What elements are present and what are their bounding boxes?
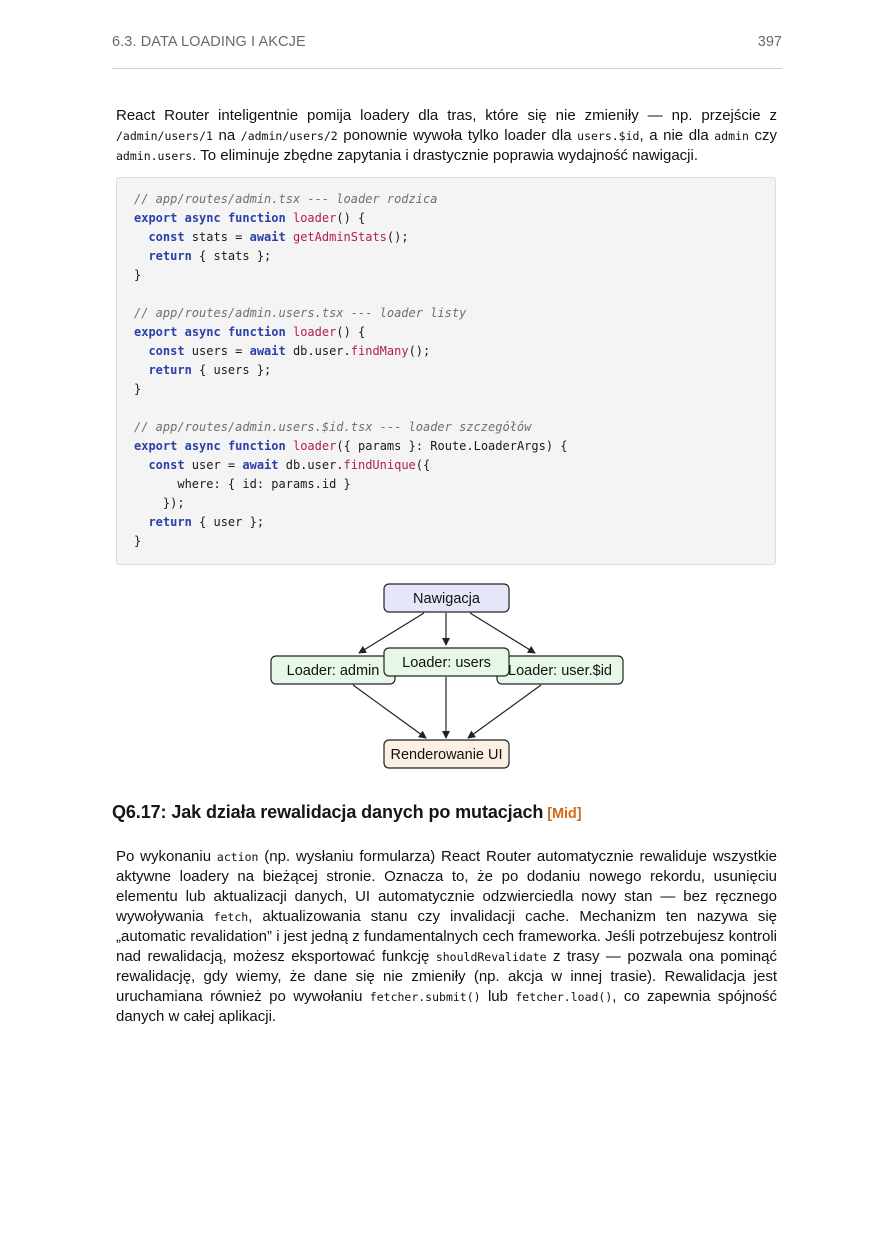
- code-keyword: await: [242, 458, 279, 472]
- text: ponownie wywoła tylko loader dla: [337, 127, 578, 144]
- code-keyword: const: [148, 458, 185, 472]
- code-text: ({ params }: Route.LoaderArgs) {: [336, 439, 568, 453]
- edge-nav-userid: [469, 612, 536, 654]
- code-comment: // app/routes/admin.tsx --- loader rodzi…: [134, 192, 438, 206]
- code-text: users =: [184, 344, 250, 358]
- code-keyword: async: [184, 439, 221, 453]
- code-keyword: function: [227, 211, 286, 225]
- text: z trasy — pozwala ona pominąć rewalidacj…: [116, 948, 777, 1005]
- code-text: { user };: [191, 515, 265, 529]
- code-keyword: export: [134, 325, 178, 339]
- node-label: Nawigacja: [413, 591, 481, 607]
- inline-code: /admin/users/2: [240, 129, 338, 143]
- text: , co zapewnia spójność danych w całej ap…: [116, 988, 777, 1025]
- code-function: getAdminStats: [292, 230, 387, 244]
- code-keyword: export: [134, 211, 178, 225]
- code-text: db.user.: [278, 458, 344, 472]
- code-keyword: async: [184, 325, 221, 339]
- code-text: });: [134, 496, 185, 510]
- code-keyword: function: [227, 325, 286, 339]
- header-rule: [112, 68, 782, 69]
- code-keyword: return: [148, 249, 192, 263]
- node-nawigacja: Nawigacja: [383, 583, 510, 613]
- code-function: loader: [292, 325, 337, 339]
- edge-admin-render: [352, 684, 427, 739]
- question-heading: Q6.17: Jak działa rewalidacja danych po …: [112, 802, 782, 823]
- code-listing: // app/routes/admin.tsx --- loader rodzi…: [134, 190, 568, 551]
- code-text: ();: [408, 344, 431, 358]
- code-keyword: await: [249, 230, 286, 244]
- code-function: findUnique: [343, 458, 416, 472]
- page-number: 397: [757, 34, 782, 50]
- text: (np. wysłaniu formularza) React Router a…: [116, 848, 777, 925]
- node-label: Loader: user.$id: [508, 663, 612, 679]
- inline-code: action: [216, 850, 259, 864]
- text: czy: [748, 127, 777, 144]
- text: . To eliminuje zbędne zapytania i drasty…: [192, 147, 699, 164]
- inline-code: fetcher.submit(): [369, 990, 481, 1004]
- text: , a nie dla: [639, 127, 715, 144]
- code-text: ();: [386, 230, 409, 244]
- code-text: user =: [184, 458, 243, 472]
- question-title: Q6.17: Jak działa rewalidacja danych po …: [112, 802, 544, 822]
- code-text: ({: [415, 458, 431, 472]
- text: lub: [480, 988, 516, 1005]
- code-keyword: const: [148, 230, 185, 244]
- code-text: () {: [336, 211, 366, 225]
- code-function: loader: [292, 211, 337, 225]
- code-text: db.user.: [285, 344, 351, 358]
- node-renderowanie: Renderowanie UI: [383, 739, 510, 769]
- code-text: }: [134, 382, 142, 396]
- code-text: }: [134, 268, 142, 282]
- edge-nav-admin: [358, 612, 425, 654]
- node-loader-users: Loader: users: [383, 647, 510, 677]
- inline-code: shouldRevalidate: [435, 950, 547, 964]
- inline-code: fetch: [213, 910, 249, 924]
- code-text: { users };: [191, 363, 272, 377]
- code-keyword: return: [148, 515, 192, 529]
- code-function: findMany: [350, 344, 409, 358]
- difficulty-badge: [Mid]: [547, 806, 582, 822]
- inline-code: fetcher.load(): [515, 990, 613, 1004]
- node-label: Renderowanie UI: [390, 747, 502, 763]
- inline-code: users.$id: [577, 129, 640, 143]
- text: React Router inteligentnie pomija loader…: [116, 107, 777, 124]
- code-block: // app/routes/admin.tsx --- loader rodzi…: [116, 177, 776, 565]
- intro-paragraph: React Router inteligentnie pomija loader…: [116, 106, 777, 166]
- text: Po wykonaniu: [116, 848, 217, 865]
- inline-code: admin.users: [116, 149, 193, 163]
- code-keyword: await: [249, 344, 286, 358]
- code-function: loader: [292, 439, 337, 453]
- running-head: 6.3. DATA LOADING I AKCJE 397: [112, 34, 782, 54]
- code-comment: // app/routes/admin.users.tsx --- loader…: [134, 306, 467, 320]
- code-text: stats =: [184, 230, 250, 244]
- code-text: }: [134, 534, 142, 548]
- code-keyword: async: [184, 211, 221, 225]
- body-paragraph: Po wykonaniu action (np. wysłaniu formul…: [116, 847, 777, 1027]
- code-keyword: function: [227, 439, 286, 453]
- node-loader-userid: Loader: user.$id: [496, 655, 624, 685]
- code-keyword: const: [148, 344, 185, 358]
- text: , aktualizowania stanu czy invalidacji c…: [116, 908, 777, 965]
- node-label: Loader: users: [402, 655, 491, 671]
- code-keyword: export: [134, 439, 178, 453]
- code-text: () {: [336, 325, 366, 339]
- text: na: [212, 127, 241, 144]
- inline-code: /admin/users/1: [116, 129, 213, 143]
- inline-code: admin: [714, 129, 749, 143]
- section-title: 6.3. DATA LOADING I AKCJE: [112, 34, 306, 50]
- code-text: where: { id: params.id }: [134, 477, 351, 491]
- node-label: Loader: admin: [287, 663, 380, 679]
- edge-userid-render: [467, 684, 542, 739]
- node-loader-admin: Loader: admin: [270, 655, 396, 685]
- code-keyword: return: [148, 363, 192, 377]
- code-text: { stats };: [191, 249, 272, 263]
- code-comment: // app/routes/admin.users.$id.tsx --- lo…: [134, 420, 532, 434]
